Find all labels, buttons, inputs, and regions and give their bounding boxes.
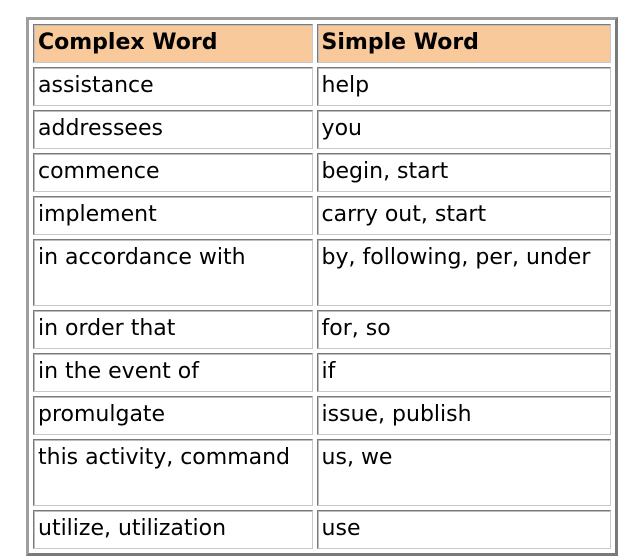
complex-word-cell: promulgate (33, 396, 313, 435)
header-row: Complex Word Simple Word (33, 24, 611, 63)
simple-word-cell: carry out, start (316, 196, 611, 235)
table-row: this activity, command us, we (33, 439, 611, 506)
header-complex-word: Complex Word (33, 24, 313, 63)
complex-word-cell: commence (33, 153, 313, 192)
complex-word-cell: utilize, utilization (33, 510, 313, 549)
table-row: addressees you (33, 110, 611, 149)
simple-word-cell: for, so (316, 310, 611, 349)
table-row: implement carry out, start (33, 196, 611, 235)
table-row: assistance help (33, 67, 611, 106)
simple-word-cell: by, following, per, under (316, 239, 611, 306)
simple-word-cell: if (316, 353, 611, 392)
table-row: commence begin, start (33, 153, 611, 192)
simple-word-cell: us, we (316, 439, 611, 506)
header-simple-word: Simple Word (316, 24, 611, 63)
complex-word-cell: in order that (33, 310, 313, 349)
table-row: in accordance with by, following, per, u… (33, 239, 611, 306)
simple-word-cell: help (316, 67, 611, 106)
word-table: Complex Word Simple Word assistance help… (26, 17, 618, 556)
complex-word-cell: in the event of (33, 353, 313, 392)
simple-word-cell: begin, start (316, 153, 611, 192)
complex-word-cell: implement (33, 196, 313, 235)
simple-word-cell: use (316, 510, 611, 549)
complex-word-cell: assistance (33, 67, 313, 106)
table-row: promulgate issue, publish (33, 396, 611, 435)
complex-word-cell: in accordance with (33, 239, 313, 306)
simple-word-cell: you (316, 110, 611, 149)
table-row: utilize, utilization use (33, 510, 611, 549)
simple-word-cell: issue, publish (316, 396, 611, 435)
complex-word-cell: addressees (33, 110, 313, 149)
table-row: in the event of if (33, 353, 611, 392)
complex-word-cell: this activity, command (33, 439, 313, 506)
table-row: in order that for, so (33, 310, 611, 349)
